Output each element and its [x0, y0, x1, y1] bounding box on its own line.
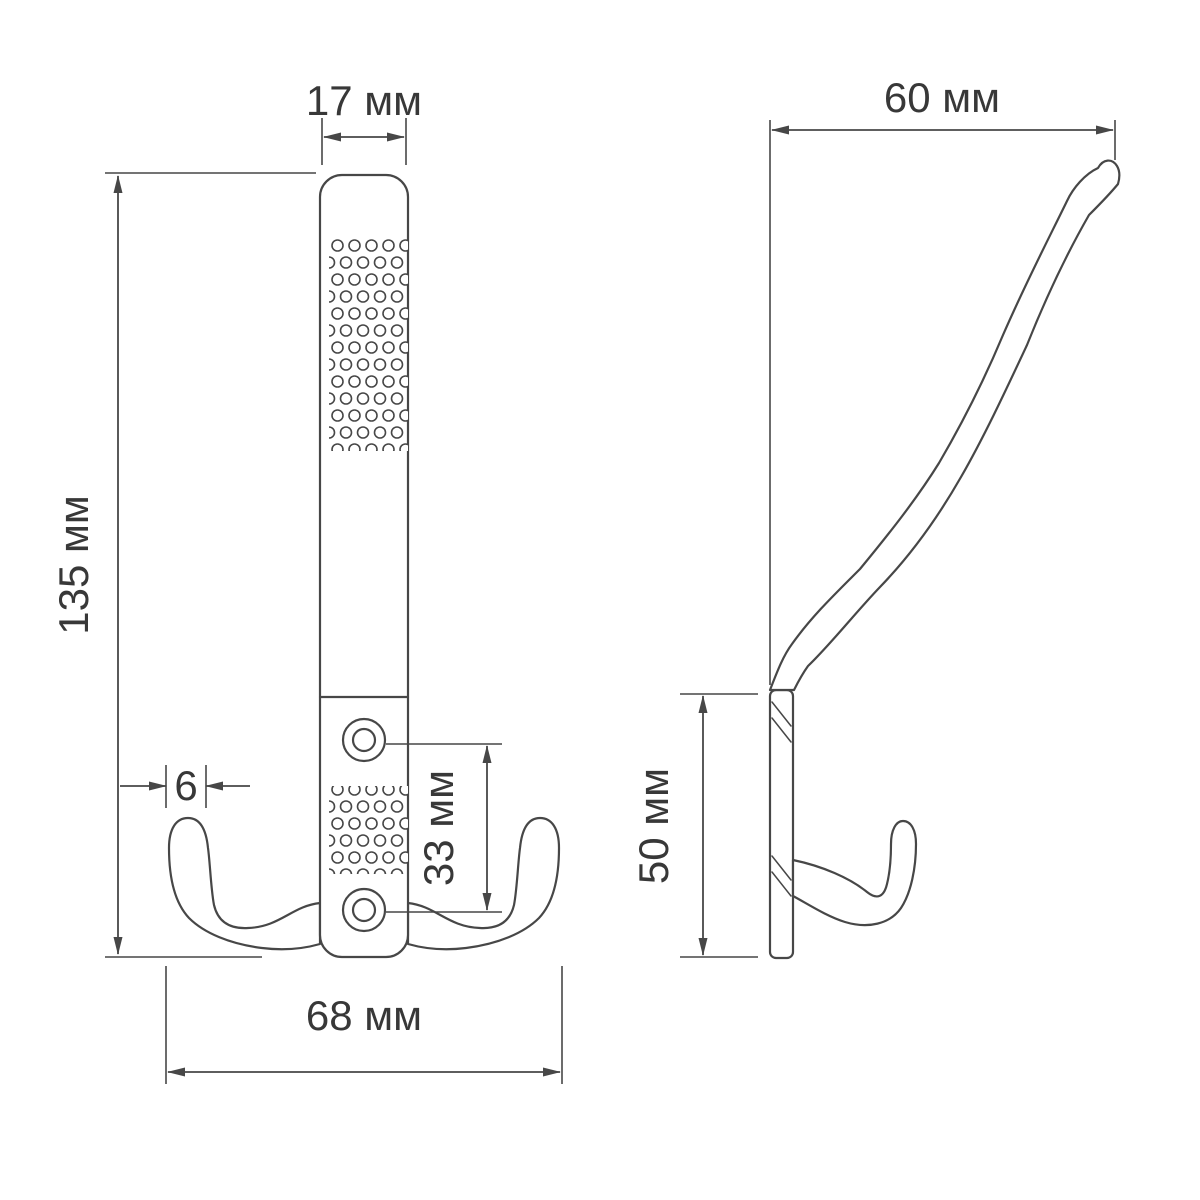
dim-plate-height: 50 мм [630, 693, 758, 958]
front-right-hook-arm [406, 816, 561, 951]
dim-hook-tip-width: 6 [120, 762, 250, 809]
front-screw-hole-top-inner [351, 727, 377, 753]
side-hatch-mark [771, 717, 792, 743]
dim-label-hole-spacing: 33 мм [415, 770, 462, 886]
dim-strip-width: 17 мм [306, 77, 422, 165]
side-hatch-mark [771, 871, 792, 897]
dim-label-total-height: 135 мм [50, 495, 97, 635]
dimension-annotations: 17 мм 135 мм 6 33 мм [50, 74, 1116, 1084]
side-hatch-mark [771, 701, 792, 727]
dim-label-depth: 60 мм [884, 74, 1000, 121]
dim-label-overall-width: 68 мм [306, 992, 422, 1039]
front-dot-texture-upper [329, 237, 408, 451]
dim-total-height: 135 мм [50, 172, 316, 958]
front-screw-hole-bottom-inner [351, 897, 377, 923]
dim-depth: 60 мм [769, 74, 1116, 685]
side-hatch-mark [771, 855, 792, 881]
side-lower-hook [791, 819, 918, 927]
dim-label-hook-tip-width: 6 [174, 762, 197, 809]
dim-label-plate-height: 50 мм [630, 768, 677, 884]
front-dot-texture-lower [329, 786, 408, 874]
side-view [768, 159, 1121, 960]
dim-hole-spacing: 33 мм [386, 743, 502, 913]
dim-overall-width: 68 мм [165, 966, 563, 1084]
front-left-hook-arm [167, 816, 322, 951]
front-view [167, 173, 561, 959]
side-upper-hook [768, 159, 1121, 692]
dim-label-strip-width: 17 мм [306, 77, 422, 124]
